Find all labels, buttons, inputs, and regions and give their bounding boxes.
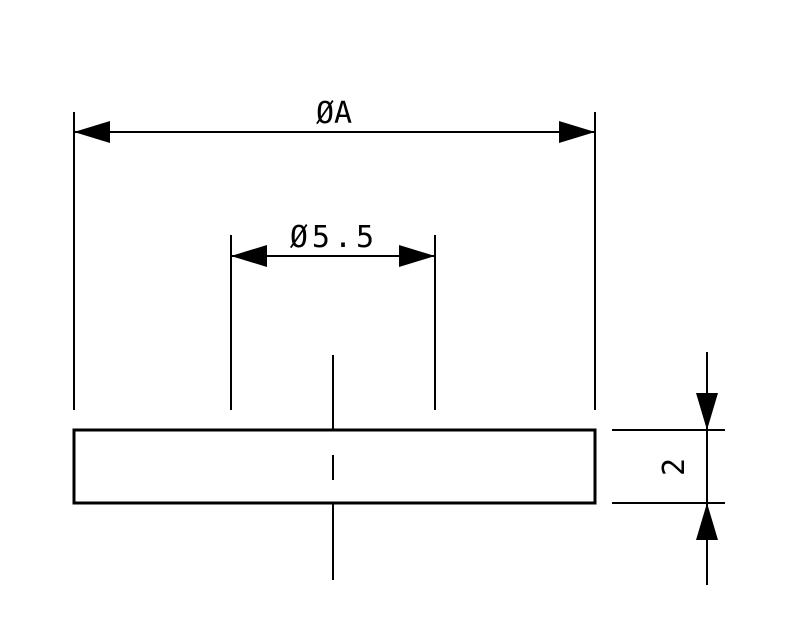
arrowhead-top [696, 393, 718, 430]
thickness-label: 2 [657, 458, 692, 476]
washer-side-view [72, 428, 597, 505]
inner-diameter-dimension: Ø5.5 [230, 220, 436, 410]
outer-diameter-label: ØA [316, 96, 352, 131]
outer-diameter-dimension: ØA [73, 96, 596, 410]
inner-diameter-label: Ø5.5 [290, 220, 378, 255]
arrowhead-inner-right [399, 245, 435, 267]
arrowhead-right [559, 121, 595, 143]
arrowhead-bottom [696, 503, 718, 540]
arrowhead-left [74, 121, 110, 143]
arrowhead-inner-left [231, 245, 267, 267]
thickness-dimension: 2 [612, 352, 725, 585]
